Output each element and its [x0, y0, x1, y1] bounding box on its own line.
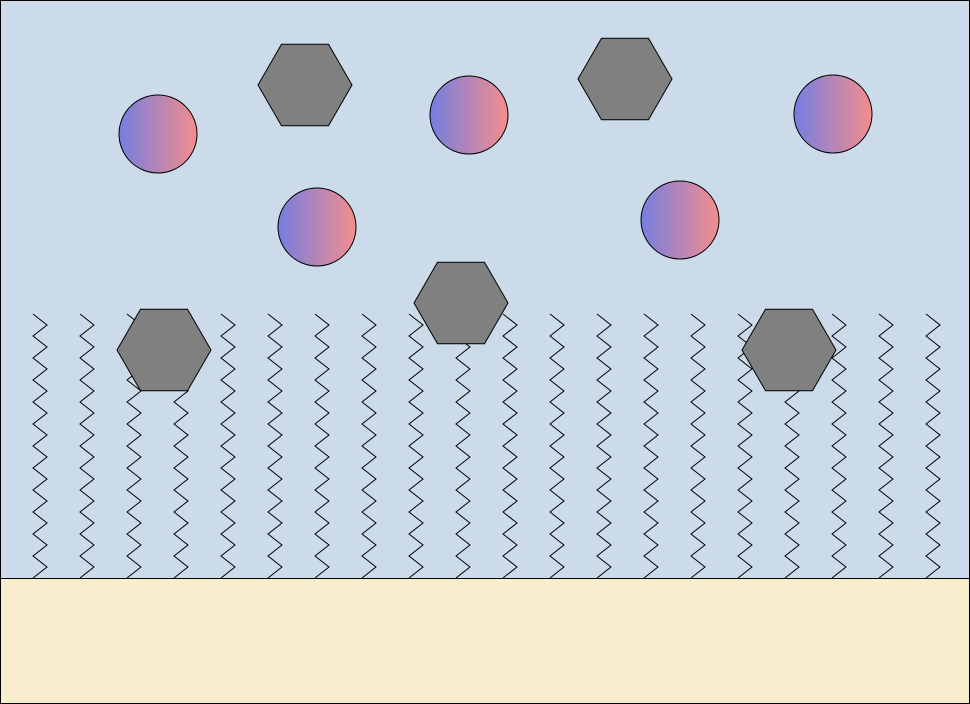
brush-chain [925, 313, 941, 579]
brush-chain [831, 313, 847, 579]
brush-chain [643, 313, 659, 579]
brush-chain [737, 313, 753, 579]
hexagon-particle [577, 37, 673, 121]
hexagon-particle [257, 43, 353, 127]
substrate-region [0, 578, 970, 704]
brush-chain [361, 313, 377, 579]
brush-chain [32, 313, 48, 579]
hexagon-particle [741, 308, 837, 392]
brush-chain [878, 313, 894, 579]
sphere-particle [793, 74, 873, 154]
brush-chain [690, 313, 706, 579]
brush-chain-layer [32, 313, 941, 579]
brush-chain [549, 313, 565, 579]
sphere-particle [118, 94, 198, 174]
particle-layer [116, 37, 873, 392]
brush-chain [408, 313, 424, 579]
hexagon-particle [413, 261, 509, 345]
brush-chain [455, 313, 471, 579]
sphere-particle [429, 75, 509, 155]
brush-chain [596, 313, 612, 579]
brush-chain [502, 313, 518, 579]
sphere-particle [277, 187, 357, 267]
brush-chain [267, 313, 283, 579]
brush-chain [220, 313, 236, 579]
sphere-particle [640, 180, 720, 260]
hexagon-particle [116, 308, 212, 392]
brush-chain [314, 313, 330, 579]
brush-chain [79, 313, 95, 579]
